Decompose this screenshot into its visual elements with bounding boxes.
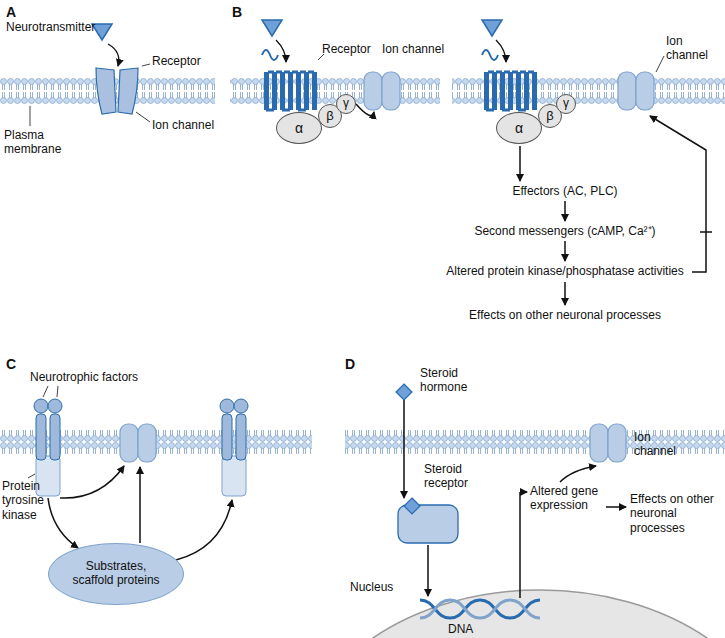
node-text: Substrates, scaffold proteins [67,560,165,588]
panel-letter: C [6,356,16,373]
callout-label: DNA [448,622,473,636]
gpcr [482,50,537,110]
steroid-hormone [404,498,420,514]
g-protein-gamma: γ [556,94,576,114]
neurotransmitter [262,20,282,36]
membrane [230,78,440,104]
callout-label: Ion channel [634,430,684,459]
arrow [519,492,521,598]
callout-label: Receptor [152,54,201,68]
pathway-step: Effectors (AC, PLC) [465,184,665,198]
scaffold-ellipse: Substrates, scaffold proteins [48,543,184,605]
arrow [520,491,527,493]
panel-letter: B [232,4,242,21]
g-protein-alpha: α [276,112,322,144]
ion-channel [618,72,654,110]
arrow [139,467,141,543]
pathway-step: Altered gene expression [530,484,606,513]
arrow [564,282,566,305]
callout-label: Receptor [322,42,371,56]
bracket-tick [700,231,712,233]
ion-channel [590,424,626,462]
node-text: β [546,109,553,124]
callout-label: Ion channel [382,42,444,56]
callout-label: Steroid receptor [424,462,490,491]
arrow [48,498,78,548]
arrow [427,545,429,596]
neurotransmitter [482,20,502,36]
callout-label: Ion channel [666,34,714,63]
dna [420,600,540,618]
arrow [519,146,521,181]
nucleus [300,590,725,638]
leader [136,112,150,122]
receptor-channel [118,68,138,114]
leader [28,474,35,478]
arrow [276,40,286,62]
arrow [356,104,374,116]
callout-label: Protein tyrosine kinase [2,479,64,522]
ion-channel [120,424,156,462]
arrow [403,400,405,498]
leader [656,56,664,72]
arrow [564,241,566,261]
callout-label: Neurotransmitter [6,20,95,34]
pathway-step: Second messengers (cAMP, Ca²⁺) [435,224,695,238]
g-protein-alpha: α [496,112,542,144]
leader [57,386,58,397]
feedback-arrow [650,116,706,272]
receptor-channel [96,68,116,114]
leader [30,106,31,126]
callout-label: Plasma membrane [4,128,74,157]
ion-channel [364,72,400,110]
trk-receptor [220,399,248,496]
pathway-step: Altered protein kinase/phosphatase activ… [430,264,700,278]
arrow [564,201,566,221]
arrow [496,40,506,62]
callout-label: Ion channel [152,118,214,132]
leader [43,386,48,397]
node-text: α [295,120,303,136]
callout-label: Nucleus [350,580,393,594]
pathway-step: Effects on other neuronal processes [430,308,700,322]
callout-label: Steroid hormone [420,366,484,395]
leader [142,64,150,66]
node-text: β [326,109,333,124]
g-protein-gamma: γ [336,94,356,114]
steroid-hormone [396,384,412,400]
panel-letter: A [6,4,16,21]
node-text: γ [343,97,349,111]
pathway-step: Effects on other neuronal processes [630,492,722,535]
callout-label: Neurotrophic factors [30,370,138,384]
arrow [60,466,124,498]
panel-letter: D [345,356,355,373]
steroid-receptor [398,505,458,543]
arrow [176,500,232,560]
node-text: γ [563,97,569,111]
arrow [560,466,596,482]
node-text: α [515,120,523,136]
arrow [108,44,119,66]
gpcr [262,50,317,110]
arrow [606,506,626,508]
